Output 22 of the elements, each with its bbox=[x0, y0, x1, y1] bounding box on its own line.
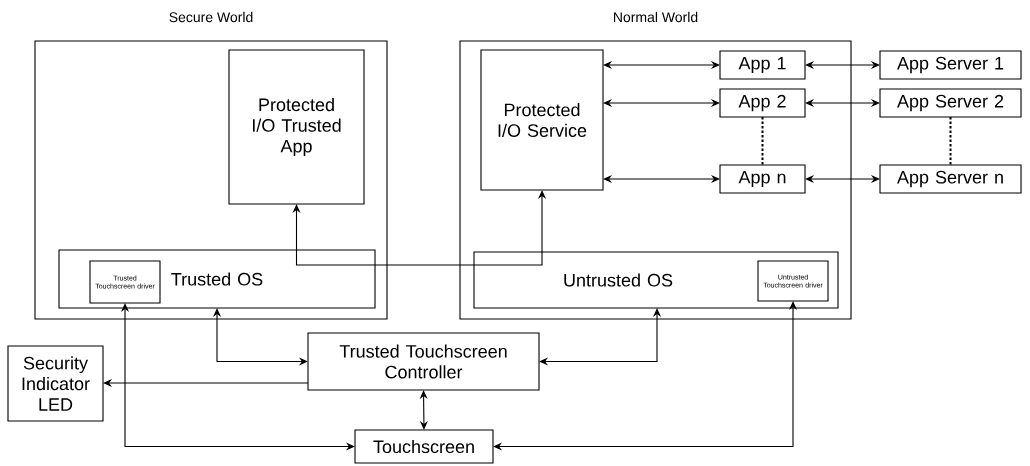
arrow bbox=[805, 98, 880, 108]
app-box: App n bbox=[719, 164, 806, 194]
arrow bbox=[419, 390, 428, 430]
server-box: App Server 2 bbox=[879, 88, 1022, 118]
led-box: Security Indicator LED bbox=[7, 345, 104, 422]
app-box: App 1 bbox=[719, 50, 806, 80]
server-box: App Server 1 bbox=[879, 50, 1022, 80]
controller-box: Trusted Touchscreen Controller bbox=[307, 332, 540, 391]
panel-heading: Secure World bbox=[169, 11, 253, 23]
dotted-line bbox=[949, 116, 952, 166]
arrow bbox=[603, 98, 720, 108]
component-box: Protected I/O Service bbox=[480, 49, 604, 191]
touchscreen-box: Touchscreen bbox=[354, 429, 494, 464]
panel-heading: Normal World bbox=[614, 11, 698, 23]
app-box: App 2 bbox=[719, 88, 806, 118]
server-box: App Server n bbox=[879, 164, 1022, 194]
arrow bbox=[603, 174, 720, 184]
dotted-line bbox=[761, 116, 764, 166]
arrow bbox=[805, 60, 880, 70]
component-box: Protected I/O Trusted App bbox=[228, 49, 365, 205]
arrow bbox=[603, 60, 720, 70]
arrow bbox=[805, 174, 880, 184]
